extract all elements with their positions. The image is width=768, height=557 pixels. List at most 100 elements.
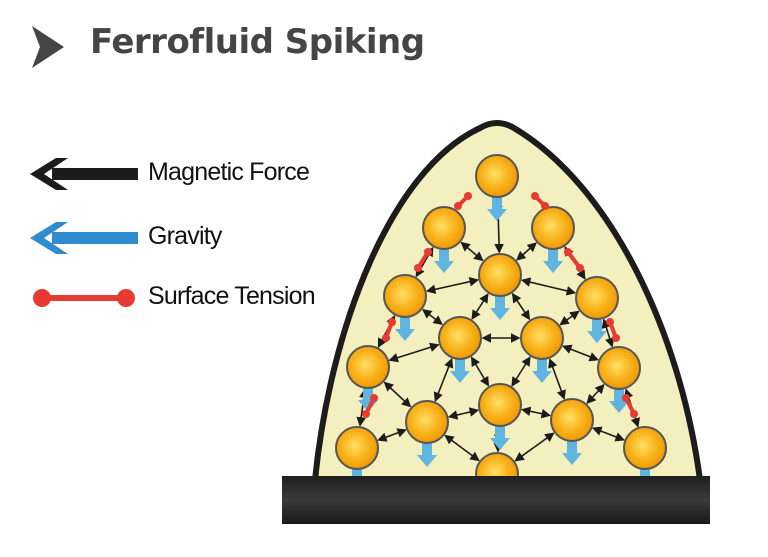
- surface-tension-node: [362, 410, 370, 418]
- gravity-arrow: [495, 422, 505, 440]
- particle: [520, 316, 564, 360]
- magnetic-force-arrow: [534, 432, 555, 448]
- magnetic-force-arrow: [479, 293, 489, 307]
- magnetic-force-arrow: [356, 407, 366, 427]
- magnet-base: [282, 476, 710, 524]
- gravity-arrow: [492, 193, 502, 211]
- magnetic-force-arrow: [494, 225, 504, 254]
- magnetic-force-arrow: [377, 432, 393, 442]
- magnetic-force-arrow: [447, 410, 464, 420]
- gravity-arrow: [352, 465, 362, 483]
- magnetic-force-arrow: [511, 292, 522, 307]
- gravity-arrow: [537, 355, 547, 373]
- magnetic-force-arrow: [425, 284, 453, 294]
- gravity-arrow: [495, 292, 505, 310]
- magnetic-force-arrow: [520, 356, 531, 372]
- magnetic-force-arrow: [520, 406, 537, 417]
- legend-label: Gravity: [148, 222, 222, 250]
- gravity-arrow: [363, 384, 373, 402]
- particles: [335, 154, 667, 496]
- magnetic-force-arrow: [605, 332, 615, 348]
- magnetic-force-arrow: [391, 428, 407, 438]
- particle: [438, 316, 482, 360]
- magnetic-force-arrow: [452, 277, 480, 287]
- magnetic-force-arrow: [556, 378, 566, 400]
- magnetic-force-arrow: [413, 342, 440, 354]
- gravity-arrow: [567, 437, 577, 455]
- particle: [531, 206, 575, 250]
- magnetic-force-arrow: [548, 358, 558, 380]
- magnetic-force-arrow: [383, 381, 399, 396]
- magnetic-force-arrow: [461, 447, 480, 462]
- magnetic-force-arrow: [591, 426, 609, 436]
- particle: [346, 345, 390, 389]
- legend-item-magnetic-force: Magnetic Force: [28, 154, 348, 194]
- magnetic-force-arrow: [569, 310, 580, 321]
- legend-item-gravity: Gravity: [28, 218, 348, 258]
- legend-label: Surface Tension: [148, 282, 316, 310]
- particle: [478, 253, 522, 297]
- magnetic-force-arrow: [444, 434, 463, 449]
- magnetic-force-arrow: [586, 393, 597, 405]
- diagram-title: Ferrofluid Spiking: [90, 22, 425, 62]
- magnetic-force-arrow: [471, 250, 484, 262]
- gravity-arrow-head: [587, 331, 607, 343]
- magnetic-force-arrow: [479, 371, 490, 387]
- arrow-left-icon: [30, 222, 138, 254]
- particle: [478, 383, 522, 427]
- gravity-arrow: [400, 313, 410, 331]
- surface-tension-node: [531, 192, 539, 200]
- magnetic-force-arrow: [608, 432, 626, 442]
- particle: [383, 274, 427, 318]
- surface-tension-node: [454, 202, 462, 210]
- surface-tension-node: [541, 202, 549, 210]
- gravity-arrow-head: [395, 329, 415, 341]
- magnetic-force-arrow: [514, 446, 535, 462]
- particle: [422, 206, 466, 250]
- gravity-arrow-head: [417, 455, 437, 467]
- magnetic-force-arrow: [548, 285, 577, 296]
- arrow-left-icon: [30, 158, 138, 190]
- surface-tension-node: [564, 248, 572, 256]
- magnetic-force-arrow: [471, 306, 481, 320]
- gravity-arrow-head: [543, 261, 563, 273]
- magnetic-force-arrow: [535, 408, 552, 419]
- magnetic-force-arrow: [460, 241, 473, 253]
- magnetic-force-arrow: [559, 315, 570, 326]
- surface-tension-node: [424, 248, 432, 256]
- particle: [597, 346, 641, 390]
- legend-label: Magnetic Force: [148, 158, 310, 186]
- magnetic-force-arrow: [388, 351, 415, 363]
- magnetic-force-arrow: [601, 318, 611, 334]
- gravity-arrow-head: [450, 371, 470, 383]
- surface-tension-node: [576, 264, 584, 272]
- gravity-arrow-head: [487, 209, 507, 221]
- gravity-arrow: [548, 245, 558, 263]
- particle: [335, 426, 379, 470]
- surface-tension-node: [388, 318, 396, 326]
- particle: [550, 398, 594, 442]
- gravity-arrow: [614, 385, 624, 403]
- magnetic-force-arrow: [422, 308, 433, 319]
- particle: [575, 276, 619, 320]
- gravity-arrow: [439, 245, 449, 263]
- gravity-arrow: [422, 439, 432, 457]
- gravity-arrow-head: [562, 453, 582, 465]
- surface-tension-node: [630, 410, 638, 418]
- surface-tension-node: [370, 394, 378, 402]
- surface-tension-node: [464, 192, 472, 200]
- gravity-arrow-head: [490, 438, 510, 450]
- particle: [405, 400, 449, 444]
- magnetic-force-arrow: [433, 379, 445, 403]
- magnetic-force-arrow: [432, 315, 443, 326]
- legend-item-surface-tension: Surface Tension: [28, 278, 358, 318]
- particle: [623, 426, 667, 470]
- magnetic-force-arrow: [396, 393, 412, 408]
- surface-tension-node: [606, 318, 614, 326]
- gravity-arrow: [640, 465, 650, 483]
- magnetic-force-arrow: [594, 383, 605, 395]
- gravity-arrow-head: [609, 401, 629, 413]
- gravity-arrow-head: [490, 308, 510, 320]
- magnetic-force-arrow: [516, 250, 528, 261]
